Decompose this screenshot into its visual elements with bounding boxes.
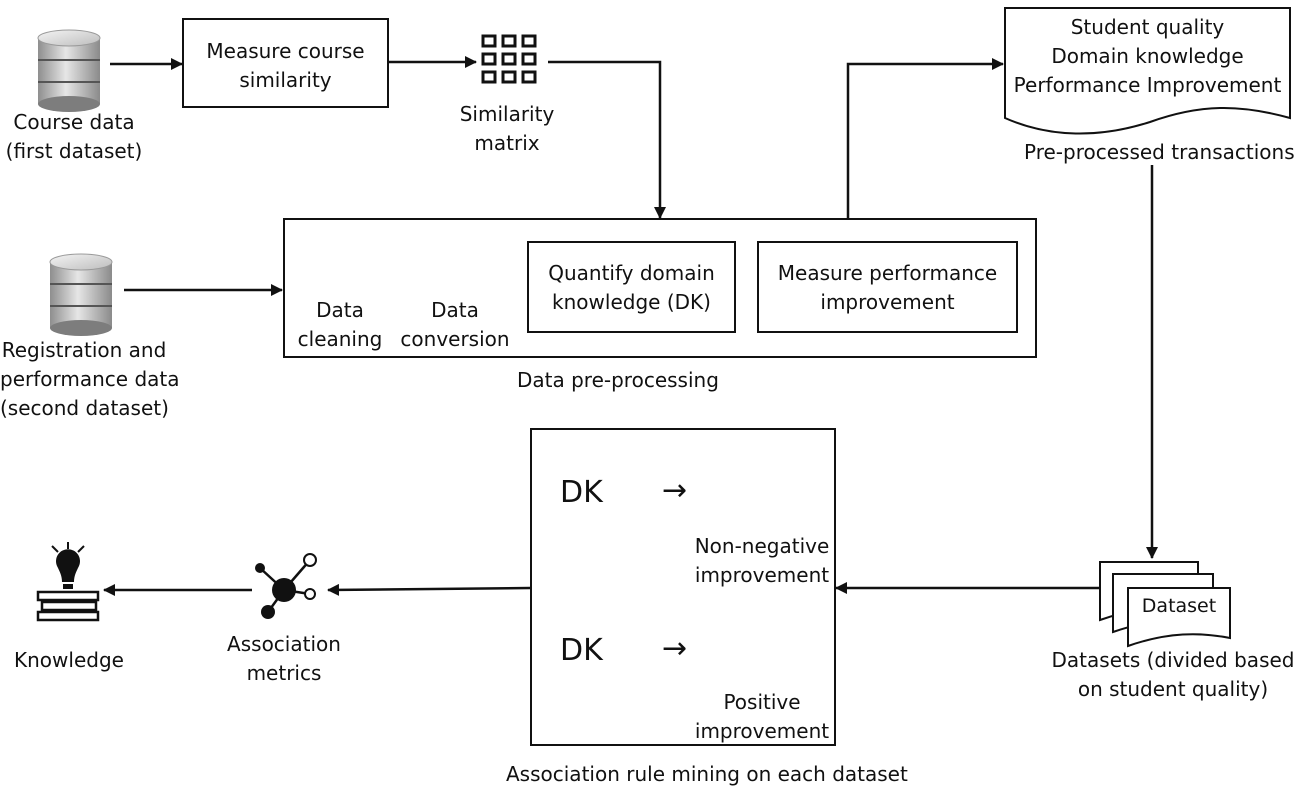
transactions-caption: Pre-processed transactions	[1024, 140, 1295, 164]
rule1-consequent-label: Non-negative improvement	[694, 534, 830, 587]
database-icon	[37, 29, 101, 112]
data-preprocessing-caption: Data pre-processing	[517, 368, 719, 392]
database-icon	[49, 253, 113, 336]
arrow-matrix-to-preprocessing	[548, 60, 666, 219]
data-cleaning-label: Data cleaning	[297, 298, 383, 351]
quantify-domain-knowledge-box: Quantify domain knowledge (DK)	[527, 241, 736, 333]
course-data-label: Course data (first dataset)	[5, 110, 143, 163]
rule2-consequent-label: Positive improvement	[694, 690, 830, 743]
rule1-dk: DK	[560, 475, 603, 510]
stacked-documents-icon	[1099, 561, 1231, 648]
association-metrics-label: Association metrics	[227, 632, 341, 685]
arrow-mining-to-metrics	[327, 583, 531, 596]
registration-data-label: Registration and performance data (secon…	[0, 338, 180, 420]
datasets-caption: Datasets (divided based on student quali…	[1051, 648, 1295, 701]
measure-performance-box: Measure performance improvement	[757, 241, 1018, 333]
association-rule-mining-caption: Association rule mining on each dataset	[506, 762, 908, 786]
lightbulb-books-icon	[36, 542, 100, 622]
similarity-matrix-label: Similarity matrix	[459, 102, 555, 155]
grid-matrix-icon	[481, 34, 537, 84]
rule2-dk: DK	[560, 633, 603, 668]
dataset-document-label: Dataset	[1141, 595, 1217, 617]
transactions-document	[1004, 7, 1291, 135]
arrow-preprocessing-to-transactions	[846, 58, 1004, 218]
rule1-arrow: →	[662, 473, 688, 508]
data-conversion-label: Data conversion	[400, 298, 510, 351]
knowledge-label: Knowledge	[14, 648, 124, 672]
network-icon	[255, 553, 317, 619]
association-rule-mining-box	[530, 428, 836, 746]
transactions-content: Student quality Domain knowledge Perform…	[1013, 15, 1282, 97]
measure-course-similarity-box: Measure course similarity	[182, 18, 389, 108]
rule2-arrow: →	[662, 631, 688, 666]
